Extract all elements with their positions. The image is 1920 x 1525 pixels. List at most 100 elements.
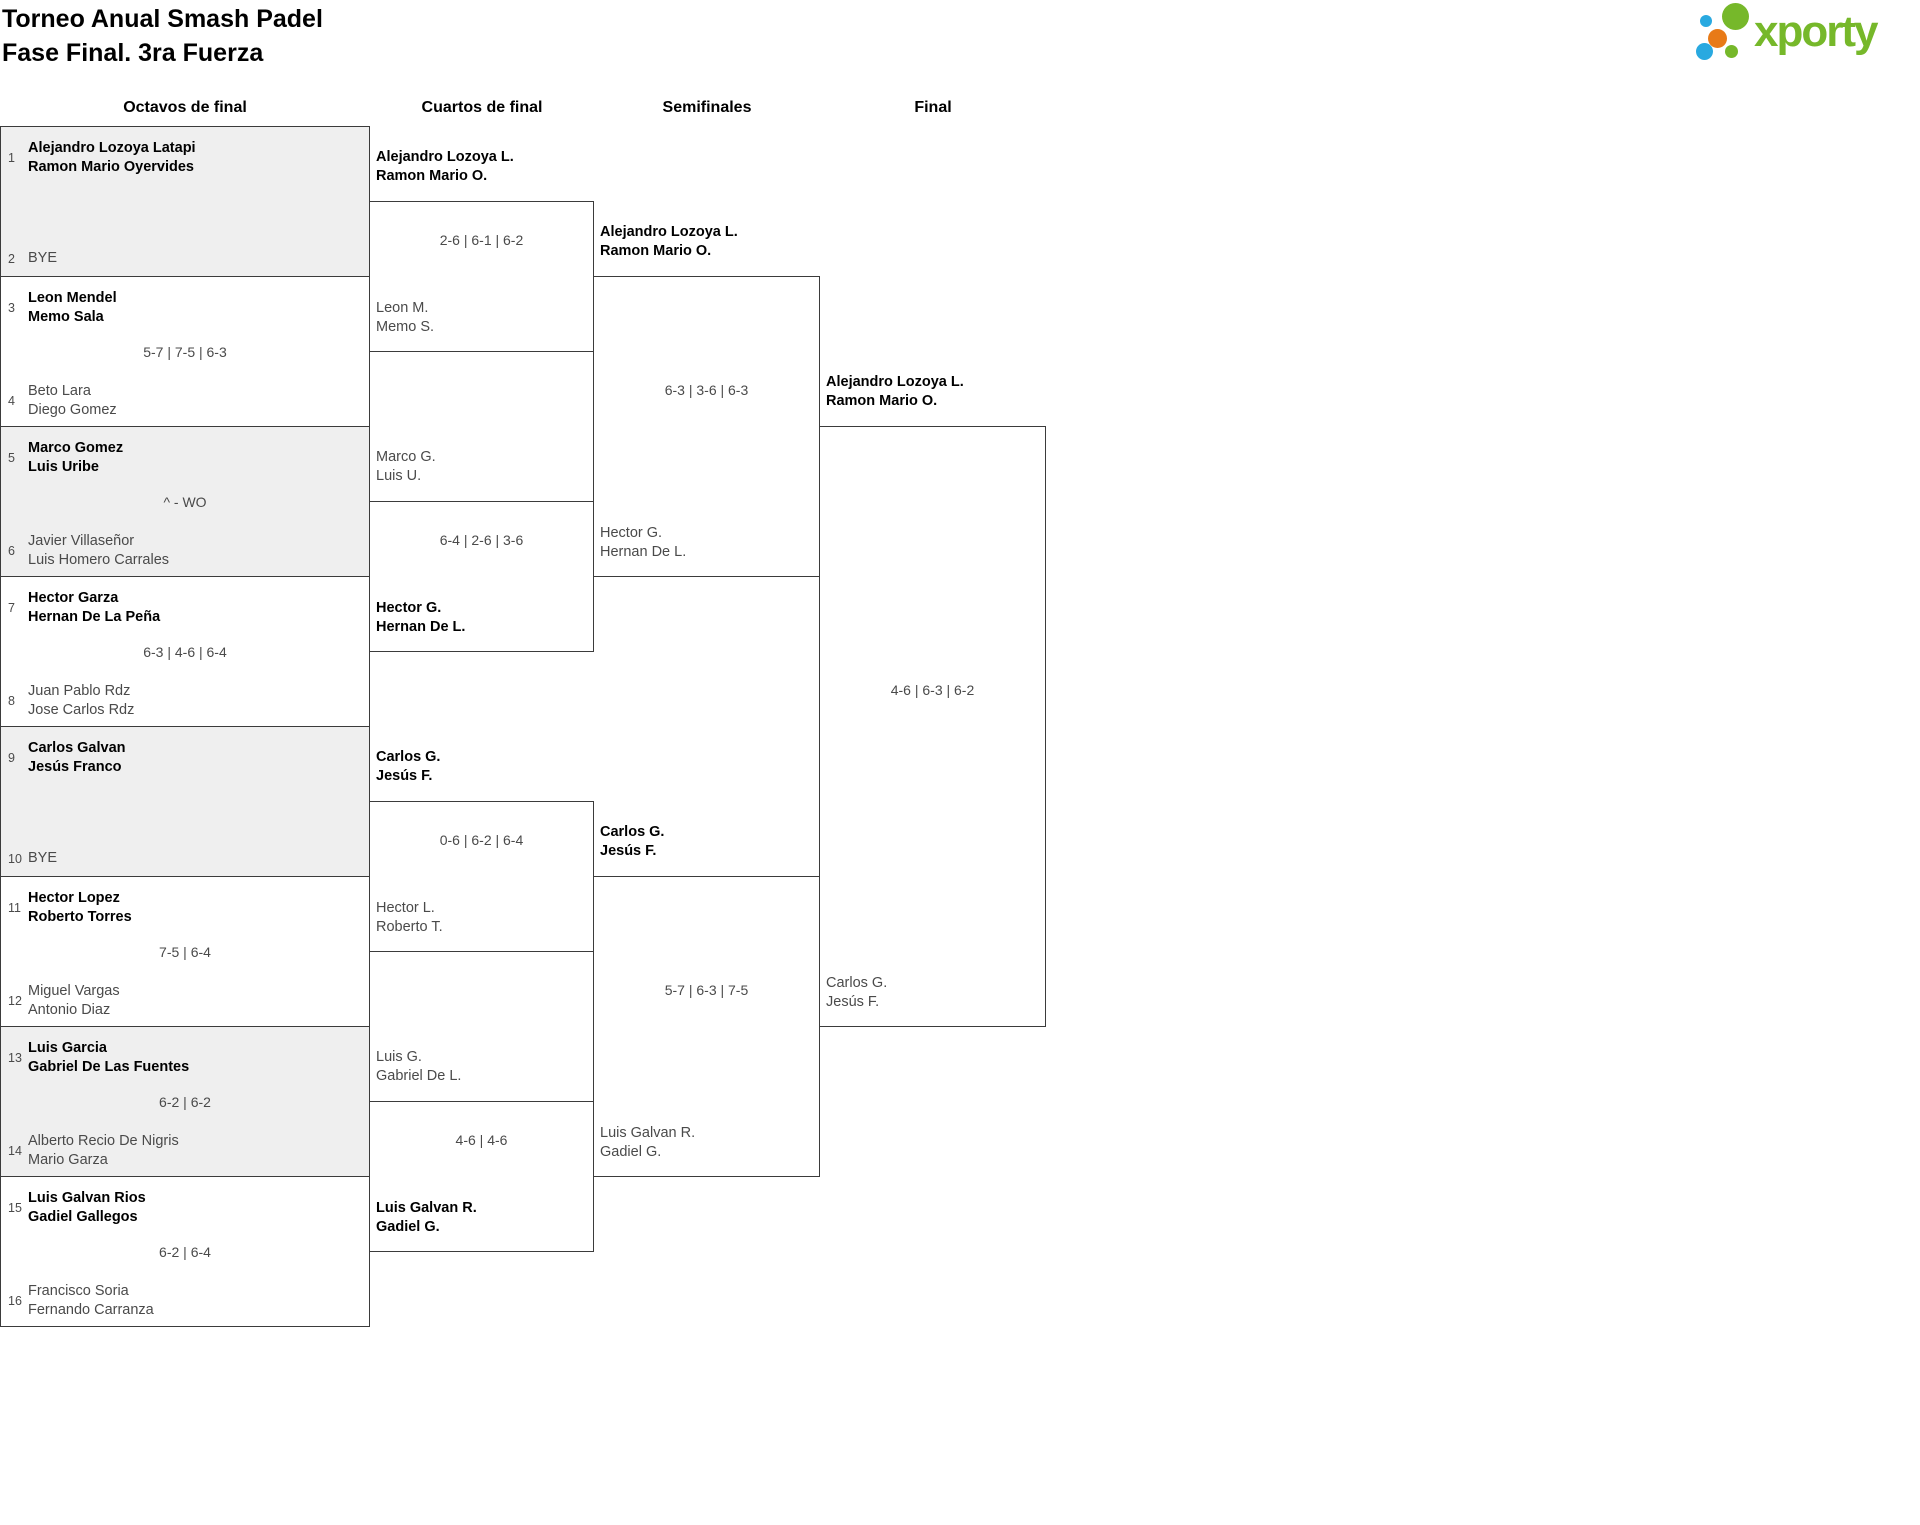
octavos-match-4: 7 Hector Garza Hernan De La Peña 6-3 | 4… xyxy=(0,576,370,727)
seed-number: 5 xyxy=(8,451,15,465)
team-names: Alejandro Lozoya L. Ramon Mario O. xyxy=(600,224,738,259)
match-score: 6-2 | 6-4 xyxy=(159,1243,211,1260)
team-slot: Luis Galvan R. Gadiel G. xyxy=(376,1199,477,1237)
team-slot: 5 Marco Gomez Luis Uribe xyxy=(1,439,369,477)
team-slot: Carlos G. Jesús F. xyxy=(600,823,664,861)
cuartos-match-3: Carlos G. Jesús F. 0-6 | 6-2 | 6-4 Hecto… xyxy=(369,749,594,952)
page-title: Torneo Anual Smash Padel Fase Final. 3ra… xyxy=(2,2,323,70)
team-names: Francisco Soria Fernando Carranza xyxy=(28,1283,154,1318)
round-header-cuartos: Cuartos de final xyxy=(421,99,543,116)
team-names: Alejandro Lozoya Latapi Ramon Mario Oyer… xyxy=(28,140,196,175)
seed-number: 8 xyxy=(8,694,15,708)
seed-number: 14 xyxy=(8,1144,22,1158)
team-slot: 13 Luis Garcia Gabriel De Las Fuentes xyxy=(1,1039,369,1077)
team-slot: 14 Alberto Recio De Nigris Mario Garza xyxy=(1,1132,369,1170)
team-names: Carlos G. Jesús F. xyxy=(376,749,441,784)
team-names: Luis Galvan Rios Gadiel Gallegos xyxy=(28,1190,146,1225)
team-slot: 1 Alejandro Lozoya Latapi Ramon Mario Oy… xyxy=(1,139,369,177)
round-header-final: Final xyxy=(914,99,952,116)
seed-number: 16 xyxy=(8,1294,22,1308)
seed-number: 9 xyxy=(8,751,15,765)
match-score: 0-6 | 6-2 | 6-4 xyxy=(439,831,524,848)
team-names: Hector Lopez Roberto Torres xyxy=(28,890,132,925)
team-names: Leon M. Memo S. xyxy=(376,300,435,335)
octavos-match-7: 13 Luis Garcia Gabriel De Las Fuentes 6-… xyxy=(0,1026,370,1177)
seed-number: 12 xyxy=(8,994,22,1008)
team-names: Hector Garza Hernan De La Peña xyxy=(28,590,161,625)
team-names: Hector G. Hernan De L. xyxy=(600,525,687,560)
team-slot: 8 Juan Pablo Rdz Jose Carlos Rdz xyxy=(1,682,369,720)
team-names: Javier Villaseñor Luis Homero Carrales xyxy=(28,533,170,568)
octavos-match-8: 15 Luis Galvan Rios Gadiel Gallegos 6-2 … xyxy=(0,1176,370,1327)
match-score: 4-6 | 6-3 | 6-2 xyxy=(890,681,975,698)
cuartos-match-1: Alejandro Lozoya L. Ramon Mario O. 2-6 |… xyxy=(369,149,594,352)
team-slot: Alejandro Lozoya L. Ramon Mario O. xyxy=(826,373,964,411)
team-slot: 4 Beto Lara Diego Gomez xyxy=(1,382,369,420)
team-names: Juan Pablo Rdz Jose Carlos Rdz xyxy=(28,683,135,718)
team-names: Beto Lara Diego Gomez xyxy=(28,383,117,418)
logo-dot-icon xyxy=(1722,3,1749,30)
team-names: Carlos G. Jesús F. xyxy=(826,975,888,1010)
seed-number: 3 xyxy=(8,301,15,315)
team-names: Luis Garcia Gabriel De Las Fuentes xyxy=(28,1040,190,1075)
logo-dot-icon xyxy=(1696,43,1713,60)
team-names: Carlos G. Jesús F. xyxy=(600,824,665,859)
team-slot: Luis G. Gabriel De L. xyxy=(376,1048,461,1086)
final-match: Alejandro Lozoya L. Ramon Mario O. 4-6 |… xyxy=(819,374,1046,1027)
octavos-match-2: 3 Leon Mendel Memo Sala 5-7 | 7-5 | 6-3 … xyxy=(0,276,370,427)
team-slot: 16 Francisco Soria Fernando Carranza xyxy=(1,1282,369,1320)
team-names: Alejandro Lozoya L. Ramon Mario O. xyxy=(826,374,964,409)
team-names: BYE xyxy=(28,250,58,266)
octavos-match-6: 11 Hector Lopez Roberto Torres 7-5 | 6-4… xyxy=(0,876,370,1027)
match-score: 5-7 | 6-3 | 7-5 xyxy=(664,981,749,998)
team-slot: 6 Javier Villaseñor Luis Homero Carrales xyxy=(1,532,369,570)
team-names: BYE xyxy=(28,850,58,866)
team-slot: Alejandro Lozoya L. Ramon Mario O. xyxy=(600,223,738,261)
octavos-match-5: 9 Carlos Galvan Jesús Franco 10 BYE xyxy=(0,726,370,877)
team-slot: Marco G. Luis U. xyxy=(376,448,436,486)
seed-number: 6 xyxy=(8,544,15,558)
team-slot: 2 BYE xyxy=(1,249,369,268)
team-slot: Hector L. Roberto T. xyxy=(376,899,443,937)
seed-number: 13 xyxy=(8,1051,22,1065)
match-score: 2-6 | 6-1 | 6-2 xyxy=(439,231,524,248)
team-names: Luis G. Gabriel De L. xyxy=(376,1049,462,1084)
seed-number: 10 xyxy=(8,851,22,866)
page-title-line2: Fase Final. 3ra Fuerza xyxy=(2,39,264,67)
team-slot: Hector G. Hernan De L. xyxy=(376,599,465,637)
team-slot: 15 Luis Galvan Rios Gadiel Gallegos xyxy=(1,1189,369,1227)
seed-number: 7 xyxy=(8,601,15,615)
match-score: 6-3 | 4-6 | 6-4 xyxy=(143,643,227,660)
logo-dot-icon xyxy=(1708,29,1727,48)
team-slot: 10 BYE xyxy=(1,849,369,868)
team-names: Hector G. Hernan De L. xyxy=(376,600,466,635)
team-slot: Hector G. Hernan De L. xyxy=(600,524,686,562)
cuartos-match-2: Marco G. Luis U. 6-4 | 2-6 | 3-6 Hector … xyxy=(369,449,594,652)
team-names: Marco Gomez Luis Uribe xyxy=(28,440,124,475)
team-names: Hector L. Roberto T. xyxy=(376,900,443,935)
team-slot: 7 Hector Garza Hernan De La Peña xyxy=(1,589,369,627)
team-slot: Luis Galvan R. Gadiel G. xyxy=(600,1124,695,1162)
match-score: 6-2 | 6-2 xyxy=(159,1093,211,1110)
cuartos-match-4: Luis G. Gabriel De L. 4-6 | 4-6 Luis Gal… xyxy=(369,1049,594,1252)
logo-dot-icon xyxy=(1700,15,1712,27)
team-slot: 12 Miguel Vargas Antonio Diaz xyxy=(1,982,369,1020)
team-names: Luis Galvan R. Gadiel G. xyxy=(376,1200,477,1235)
team-names: Alberto Recio De Nigris Mario Garza xyxy=(28,1133,179,1168)
octavos-match-3: 5 Marco Gomez Luis Uribe ^ - WO 6 Javier… xyxy=(0,426,370,577)
semifinal-match-2: Carlos G. Jesús F. 5-7 | 6-3 | 7-5 Luis … xyxy=(593,824,820,1177)
round-header-octavos: Octavos de final xyxy=(123,99,247,116)
team-names: Leon Mendel Memo Sala xyxy=(28,290,117,325)
seed-number: 11 xyxy=(8,901,21,915)
match-score: 6-3 | 3-6 | 6-3 xyxy=(664,381,749,398)
seed-number: 1 xyxy=(8,151,15,165)
team-slot: 11 Hector Lopez Roberto Torres xyxy=(1,889,369,927)
team-names: Carlos Galvan Jesús Franco xyxy=(28,740,126,775)
octavos-match-1: 1 Alejandro Lozoya Latapi Ramon Mario Oy… xyxy=(0,126,370,277)
team-slot: Alejandro Lozoya L. Ramon Mario O. xyxy=(376,148,514,186)
team-slot: Leon M. Memo S. xyxy=(376,299,434,337)
logo-wordmark: xporty xyxy=(1754,7,1878,56)
team-slot: Carlos G. Jesús F. xyxy=(826,974,887,1012)
match-score: ^ - WO xyxy=(163,493,207,510)
